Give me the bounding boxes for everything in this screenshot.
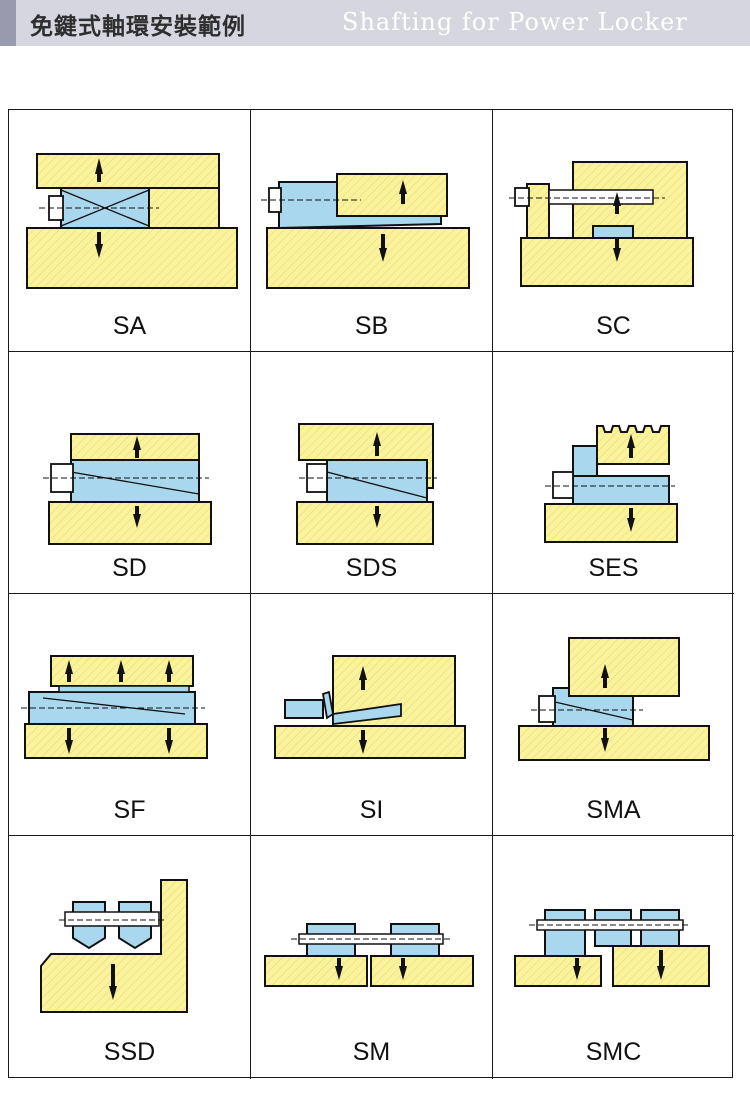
example-label: SMC [585, 1038, 642, 1066]
example-label: SF [113, 796, 146, 824]
diagram-smc [514, 909, 710, 987]
diagram-si [274, 655, 466, 759]
example-label: SB [354, 312, 389, 340]
diagram-sds [296, 423, 437, 545]
example-label: SMA [586, 796, 641, 824]
example-cell-sa: SA [9, 110, 251, 352]
header-title-chinese: 免鍵式軸環安裝範例 [30, 14, 246, 40]
example-label: SSD [103, 1038, 156, 1066]
example-cell-sc: SC [493, 110, 734, 352]
example-cell-sma: SMA [493, 594, 734, 836]
example-cell-si: SI [251, 594, 493, 836]
example-label: SI [359, 796, 384, 824]
example-cell-smc: SMC [493, 836, 734, 1079]
diagram-sa [26, 153, 238, 289]
example-cell-ses: SES [493, 352, 734, 594]
example-label: SA [112, 312, 147, 340]
header-title-english: Shafting for Power Locker [342, 8, 688, 36]
example-label: SM [352, 1038, 391, 1066]
diagram-sb [261, 173, 470, 289]
example-cell-sd: SD [9, 352, 251, 594]
installation-examples-grid: SA SB SC [8, 109, 734, 1079]
diagram-sma [518, 637, 710, 761]
diagram-sd [43, 433, 212, 545]
example-label: SDS [345, 554, 398, 582]
diagram-sc [509, 161, 694, 287]
example-label: SD [112, 554, 147, 582]
example-cell-sds: SDS [251, 352, 493, 594]
example-cell-sm: SM [251, 836, 493, 1079]
diagram-sf [21, 655, 208, 759]
example-cell-sf: SF [9, 594, 251, 836]
example-label: SES [588, 554, 639, 582]
example-label: SC [596, 312, 631, 340]
example-cell-ssd: SSD [9, 836, 251, 1079]
diagram-ssd [40, 879, 188, 1013]
diagram-ses [544, 425, 678, 543]
diagram-sm [264, 923, 474, 987]
example-cell-sb: SB [251, 110, 493, 352]
header-accent-bar [0, 0, 16, 46]
page-header: 免鍵式軸環安裝範例 Shafting for Power Locker [0, 0, 750, 46]
